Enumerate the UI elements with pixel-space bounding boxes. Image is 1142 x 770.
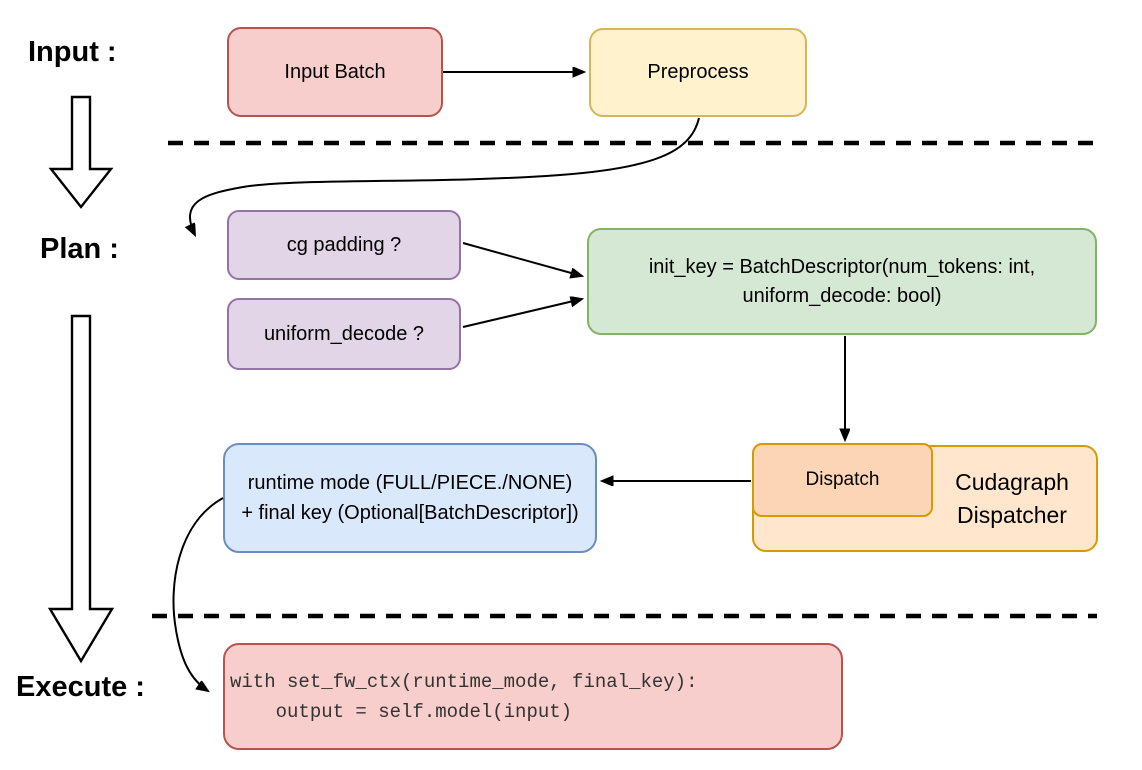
execute-code-line1: with set_fw_ctx(runtime_mode, final_key)… bbox=[230, 670, 698, 693]
stage-arrow-plan-to-execute bbox=[47, 314, 115, 664]
arrow-cg-padding-to-init-key bbox=[462, 242, 582, 276]
cudagraph-dispatcher-label: Cudagraph Dispatcher bbox=[928, 466, 1096, 532]
preprocess-node: Preprocess bbox=[589, 28, 807, 117]
runtime-mode-line2: + final key (Optional[BatchDescriptor]) bbox=[241, 502, 579, 524]
preprocess-label: Preprocess bbox=[647, 61, 749, 83]
input-batch-node: Input Batch bbox=[227, 27, 443, 117]
uniform-decode-label: uniform_decode ? bbox=[263, 322, 425, 345]
stage-label-execute: Execute : bbox=[16, 671, 145, 703]
input-batch-label: Input Batch bbox=[284, 60, 386, 83]
runtime-mode-node: runtime mode (FULL/PIECE./NONE) + final … bbox=[223, 443, 597, 553]
execute-code-line2: output = self.model(input) bbox=[230, 700, 573, 723]
dispatch-node: Dispatch bbox=[752, 443, 933, 517]
init-key-line2: uniform_decode: bool) bbox=[742, 284, 942, 307]
execute-code-node: with set_fw_ctx(runtime_mode, final_key)… bbox=[223, 643, 843, 750]
runtime-mode-line1: runtime mode (FULL/PIECE./NONE) bbox=[247, 472, 573, 494]
init-key-line1: init_key = BatchDescriptor(num_tokens: i… bbox=[648, 255, 1036, 278]
init-key-node: init_key = BatchDescriptor(num_tokens: i… bbox=[587, 228, 1097, 335]
cg-padding-label: cg padding ? bbox=[286, 233, 402, 256]
cg-padding-node: cg padding ? bbox=[227, 210, 461, 280]
stage-label-input: Input : bbox=[28, 36, 117, 68]
stage-arrow-input-to-plan bbox=[48, 95, 114, 209]
arrow-uniform-decode-to-init-key bbox=[462, 299, 582, 328]
cudagraph-dispatcher-line1: Cudagraph bbox=[955, 468, 1069, 495]
curve-runtime-mode-to-execute-code bbox=[172, 497, 224, 691]
dispatch-label: Dispatch bbox=[805, 469, 880, 490]
stage-label-plan: Plan : bbox=[40, 233, 119, 265]
uniform-decode-node: uniform_decode ? bbox=[227, 298, 461, 370]
cudagraph-dispatcher-line2: Dispatcher bbox=[957, 501, 1067, 528]
